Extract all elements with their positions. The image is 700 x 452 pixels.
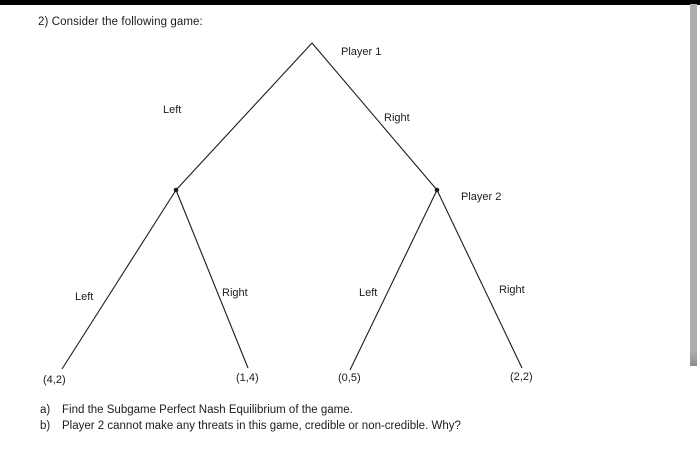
question-a: a) Find the Subgame Perfect Nash Equilibr… [40, 404, 353, 416]
branch-label-root-right: Right [384, 112, 410, 124]
tree-edge-right-right [436, 189, 523, 369]
decision-node-dot-right [434, 187, 440, 193]
tree-edge-right-left [349, 189, 438, 371]
decision-node-dot-left [173, 187, 179, 193]
tree-edge-root-right [311, 42, 438, 191]
tree-edge-left-left [61, 189, 177, 370]
question-a-label: a) [40, 404, 51, 416]
question-b-text: Player 2 cannot make any threats in this… [62, 420, 461, 432]
branch-label-root-left: Left [163, 104, 182, 116]
problem-title: 2) Consider the following game: [38, 16, 203, 28]
branch-label-right-subtree-left: Left [359, 287, 378, 299]
question-a-text: Find the Subgame Perfect Nash Equilibriu… [62, 404, 353, 416]
payoff-right-left: (0,5) [338, 372, 361, 384]
tree-edge-left-right [175, 189, 249, 369]
scrollbar-thumb[interactable] [690, 4, 697, 366]
payoff-left-left: (4,2) [43, 374, 66, 386]
tree-edge-root-left [175, 42, 313, 191]
player1-node-label: Player 1 [341, 46, 382, 58]
branch-label-right-subtree-right: Right [499, 284, 525, 296]
branch-label-left-subtree-left: Left [75, 291, 94, 303]
payoff-right-right: (2,2) [510, 371, 533, 383]
payoff-left-right: (1,4) [236, 372, 259, 384]
top-border-bar [0, 0, 700, 5]
scrollbar[interactable] [690, 4, 697, 452]
branch-label-left-subtree-right: Right [222, 287, 248, 299]
question-b-label: b) [40, 420, 51, 432]
player2-node-label: Player 2 [461, 191, 502, 203]
question-b: b) Player 2 cannot make any threats in th… [40, 420, 461, 432]
